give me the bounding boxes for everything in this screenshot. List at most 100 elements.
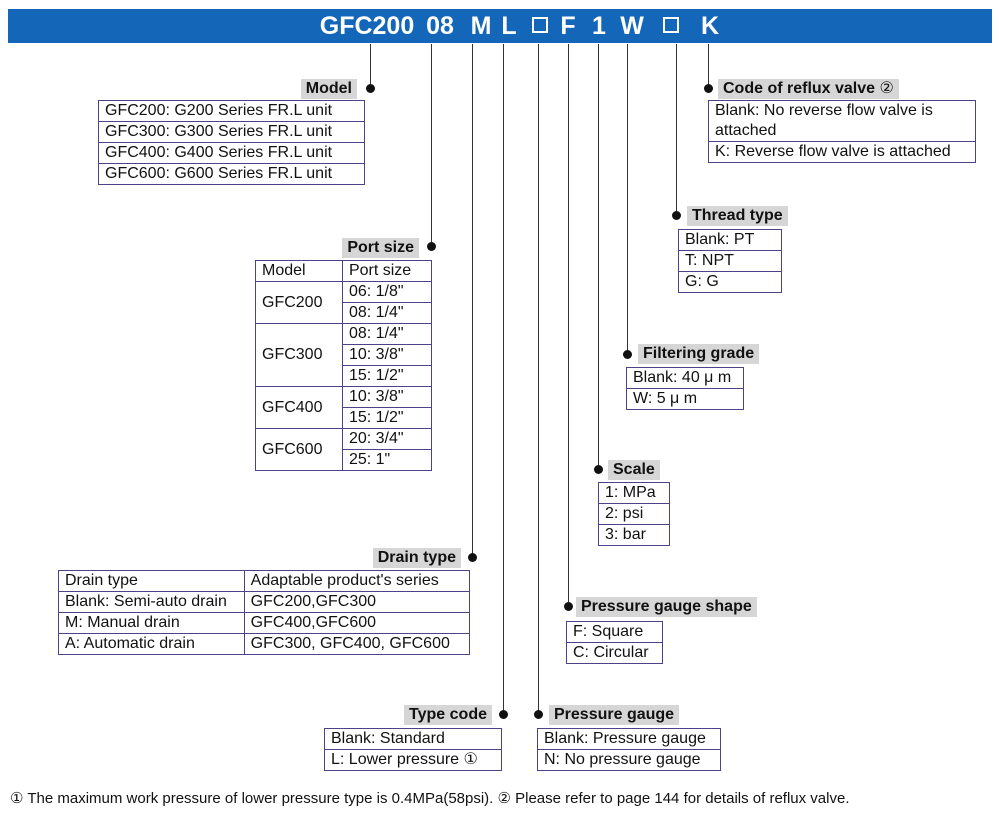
code-gauge-shape: F — [560, 12, 576, 40]
filtering-row: Blank: 40 μ m — [626, 367, 744, 389]
model-title: Model — [300, 79, 357, 99]
drain-type-header: Drain type — [58, 570, 245, 592]
thread-title: Thread type — [687, 206, 788, 226]
scale-row: 3: bar — [598, 524, 670, 546]
dot-thread — [672, 211, 681, 220]
type-code-table: Blank: Standard L: Lower pressure ① — [324, 728, 502, 771]
leader-port-size — [431, 44, 432, 246]
pressure-gauge-table: Blank: Pressure gauge N: No pressure gau… — [537, 728, 721, 771]
pressure-gauge-row: N: No pressure gauge — [537, 749, 721, 771]
drain-type-cell: M: Manual drain — [58, 612, 245, 634]
leader-drain-type — [472, 44, 473, 557]
code-scale: 1 — [592, 12, 606, 40]
code-pressure-gauge-box — [532, 17, 548, 33]
gauge-shape-row: C: Circular — [566, 642, 663, 664]
dot-model — [366, 84, 375, 93]
reflux-row: K: Reverse flow valve is attached — [708, 141, 976, 163]
drain-type-title: Drain type — [372, 548, 461, 568]
dot-type-code — [499, 710, 508, 719]
reflux-title-text: Code of reflux valve — [723, 80, 876, 97]
model-row: GFC600: G600 Series FR.L unit — [98, 163, 365, 185]
reflux-table: Blank: No reverse flow valve is attached… — [708, 100, 976, 163]
footnote: ① The maximum work pressure of lower pre… — [10, 790, 850, 807]
scale-title: Scale — [608, 460, 660, 480]
filtering-table: Blank: 40 μ m W: 5 μ m — [626, 367, 744, 410]
port-size-cell: 25: 1" — [341, 449, 433, 471]
reflux-row: Blank: No reverse flow valve is attached — [708, 100, 976, 142]
drain-type-cell: Blank: Semi-auto drain — [58, 591, 245, 613]
gauge-shape-table: F: Square C: Circular — [566, 621, 663, 664]
port-size-model-cell: GFC400 — [255, 386, 343, 429]
dot-filtering — [623, 350, 632, 359]
model-row: GFC200: G200 Series FR.L unit — [98, 100, 365, 122]
port-size-cell: 15: 1/2" — [341, 407, 433, 429]
leader-model — [370, 44, 371, 88]
gauge-shape-title: Pressure gauge shape — [576, 597, 757, 617]
code-model: GFC200 — [319, 12, 415, 40]
filtering-row: W: 5 μ m — [626, 388, 744, 410]
drain-series-cell: GFC200,GFC300 — [243, 591, 471, 613]
note-mark-1: ① — [463, 751, 478, 768]
drain-series-header: Adaptable product's series — [243, 570, 471, 592]
thread-row: T: NPT — [678, 250, 782, 272]
type-code-row: L: Lower pressure ① — [324, 749, 502, 771]
port-size-title: Port size — [342, 238, 419, 258]
note-mark-2: ② — [879, 80, 894, 97]
dot-drain-type — [468, 553, 477, 562]
port-size-cell: 10: 3/8" — [341, 386, 433, 408]
dot-port-size — [427, 242, 436, 251]
scale-row: 1: MPa — [598, 482, 670, 504]
type-code-row-label: L: Lower pressure — [331, 751, 460, 768]
type-code-title: Type code — [404, 705, 492, 725]
dot-pressure-gauge — [534, 710, 543, 719]
port-size-cell: 08: 1/4" — [341, 302, 433, 324]
port-size-header-model: Model — [255, 260, 343, 282]
thread-row: G: G — [678, 271, 782, 293]
dot-scale — [594, 465, 603, 474]
port-size-header-size: Port size — [341, 260, 433, 282]
reflux-title: Code of reflux valve ② — [718, 79, 899, 99]
leader-type-code — [503, 44, 504, 714]
leader-pressure-gauge — [538, 44, 539, 714]
port-size-table: Model Port size GFC200 06: 1/8" 08: 1/4"… — [255, 260, 433, 471]
code-port-size: 08 — [426, 12, 454, 40]
pressure-gauge-row: Blank: Pressure gauge — [537, 728, 721, 750]
code-drain-type: M — [470, 12, 492, 40]
drain-series-cell: GFC400,GFC600 — [243, 612, 471, 634]
model-row: GFC400: G400 Series FR.L unit — [98, 142, 365, 164]
port-size-cell: 20: 3/4" — [341, 428, 433, 450]
scale-row: 2: psi — [598, 503, 670, 525]
code-thread-box — [663, 17, 679, 33]
port-size-model-cell: GFC200 — [255, 281, 343, 324]
port-size-model-cell: GFC300 — [255, 323, 343, 387]
port-size-cell: 06: 1/8" — [341, 281, 433, 303]
filtering-title: Filtering grade — [638, 344, 760, 364]
port-size-model-cell: GFC600 — [255, 428, 343, 471]
drain-series-cell: GFC300, GFC400, GFC600 — [243, 633, 471, 655]
code-filtering: W — [620, 12, 644, 40]
leader-scale — [598, 44, 599, 469]
code-type-code: L — [501, 12, 517, 40]
dot-gauge-shape — [564, 602, 573, 611]
code-banner — [8, 9, 992, 43]
leader-gauge-shape — [568, 44, 569, 606]
pressure-gauge-title: Pressure gauge — [549, 705, 680, 725]
dot-reflux — [704, 84, 713, 93]
model-row: GFC300: G300 Series FR.L unit — [98, 121, 365, 143]
thread-table: Blank: PT T: NPT G: G — [678, 229, 782, 293]
thread-row: Blank: PT — [678, 229, 782, 251]
model-table: GFC200: G200 Series FR.L unit GFC300: G3… — [98, 100, 365, 185]
leader-reflux — [708, 44, 709, 88]
port-size-cell: 15: 1/2" — [341, 365, 433, 387]
port-size-cell: 10: 3/8" — [341, 344, 433, 366]
drain-type-table: Drain type Adaptable product's series Bl… — [58, 570, 471, 655]
type-code-row: Blank: Standard — [324, 728, 502, 750]
scale-table: 1: MPa 2: psi 3: bar — [598, 482, 670, 546]
leader-thread — [676, 44, 677, 215]
code-reflux: K — [700, 12, 720, 40]
gauge-shape-row: F: Square — [566, 621, 663, 643]
leader-filtering — [627, 44, 628, 354]
drain-type-cell: A: Automatic drain — [58, 633, 245, 655]
port-size-cell: 08: 1/4" — [341, 323, 433, 345]
